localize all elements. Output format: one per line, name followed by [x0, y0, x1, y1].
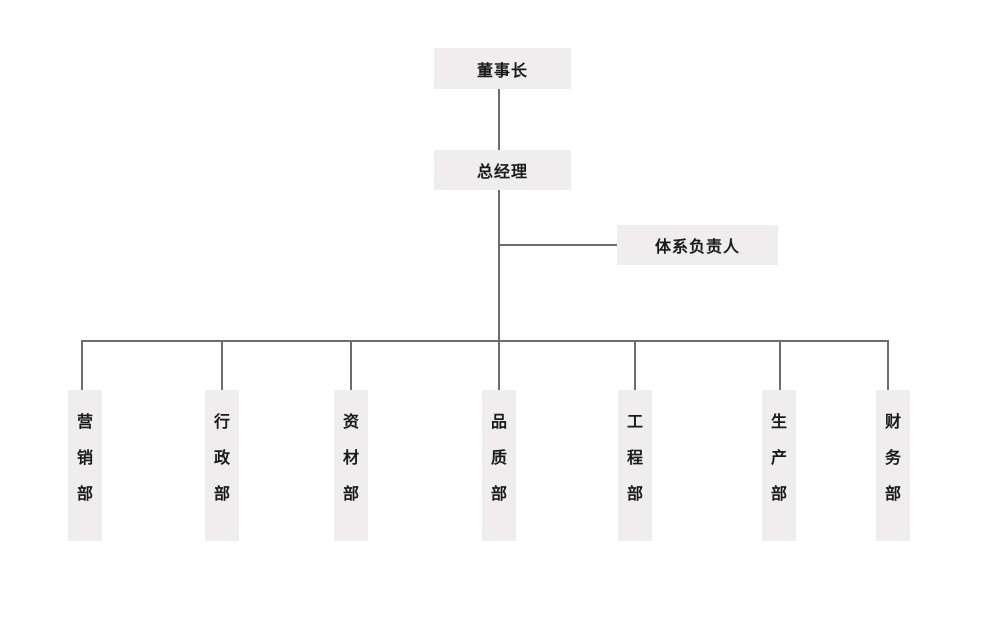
- connector-system-head: [498, 244, 618, 246]
- department-char: 部: [76, 484, 93, 503]
- connector-chairman-gm: [498, 88, 500, 150]
- department-char: 品: [490, 412, 507, 431]
- department-char: 部: [626, 484, 643, 503]
- department-char: 务: [884, 448, 901, 467]
- connector-dept-1: [81, 340, 83, 390]
- system-head-label: 体系负责人: [654, 237, 740, 256]
- department-char: 产: [770, 448, 787, 467]
- department-char: 部: [770, 484, 787, 503]
- department-char: 销: [76, 448, 93, 467]
- department-char: 部: [213, 484, 230, 503]
- connector-dept-2: [221, 340, 223, 390]
- department-char: 部: [342, 484, 359, 503]
- general-manager-box: 总经理: [434, 150, 571, 190]
- department-char: 财: [884, 412, 901, 431]
- department-char: 资: [342, 412, 359, 431]
- connector-dept-3: [350, 340, 352, 390]
- department-char: 程: [626, 448, 643, 467]
- department-char: 部: [884, 484, 901, 503]
- department-char: 营: [76, 412, 93, 431]
- department-char: 生: [770, 412, 787, 431]
- general-manager-label: 总经理: [476, 162, 528, 181]
- department-char: 行: [213, 412, 230, 431]
- department-char: 政: [213, 448, 230, 467]
- department-quality: 品 质 部: [482, 390, 516, 541]
- chairman-box: 董事长: [434, 48, 571, 89]
- system-head-box: 体系负责人: [617, 225, 778, 265]
- department-administration: 行 政 部: [205, 390, 239, 541]
- department-production: 生 产 部: [762, 390, 796, 541]
- connector-gm-trunk: [498, 190, 500, 342]
- connector-dept-4: [498, 340, 500, 390]
- department-char: 工: [626, 412, 643, 431]
- department-char: 材: [342, 448, 359, 467]
- connector-dept-5: [634, 340, 636, 390]
- connector-departments-bar: [81, 340, 889, 342]
- department-char: 部: [490, 484, 507, 503]
- connector-dept-6: [779, 340, 781, 390]
- chairman-label: 董事长: [476, 60, 528, 80]
- department-char: 质: [490, 448, 507, 467]
- department-engineering: 工 程 部: [618, 390, 652, 541]
- connector-dept-7: [887, 340, 889, 390]
- department-marketing: 营 销 部: [68, 390, 102, 541]
- department-materials: 资 材 部: [334, 390, 368, 541]
- department-finance: 财 务 部: [876, 390, 910, 541]
